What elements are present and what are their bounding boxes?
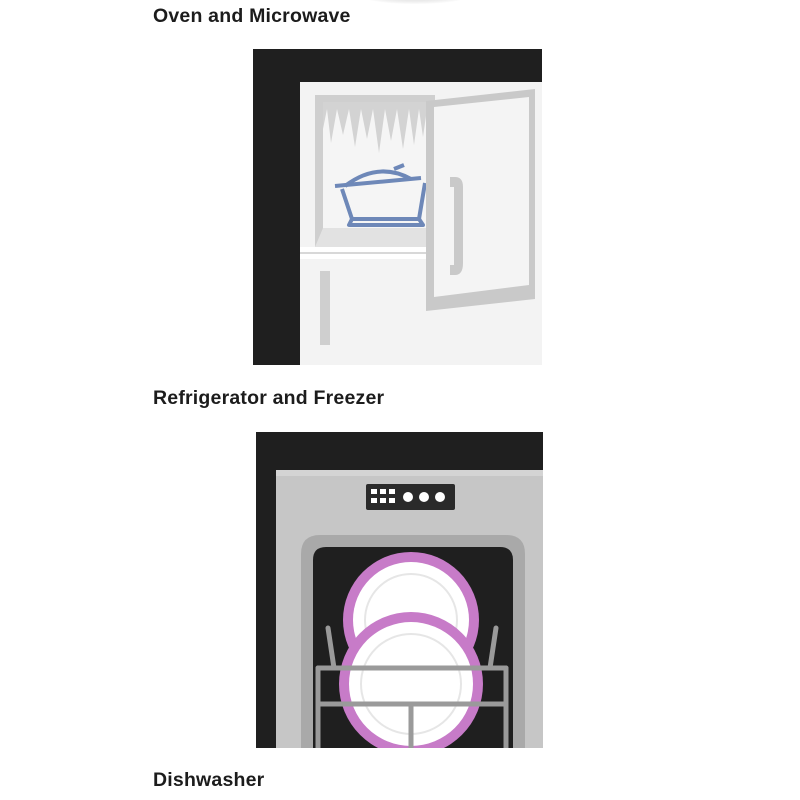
refrigerator-icon [253, 49, 542, 365]
caption-dishwasher: Dishwasher [153, 769, 265, 791]
caption-refrigerator-freezer: Refrigerator and Freezer [153, 387, 385, 409]
dishwasher-icon [256, 432, 543, 748]
caption-oven-microwave: Oven and Microwave [153, 5, 351, 27]
top-edge-shadow [360, 0, 470, 4]
